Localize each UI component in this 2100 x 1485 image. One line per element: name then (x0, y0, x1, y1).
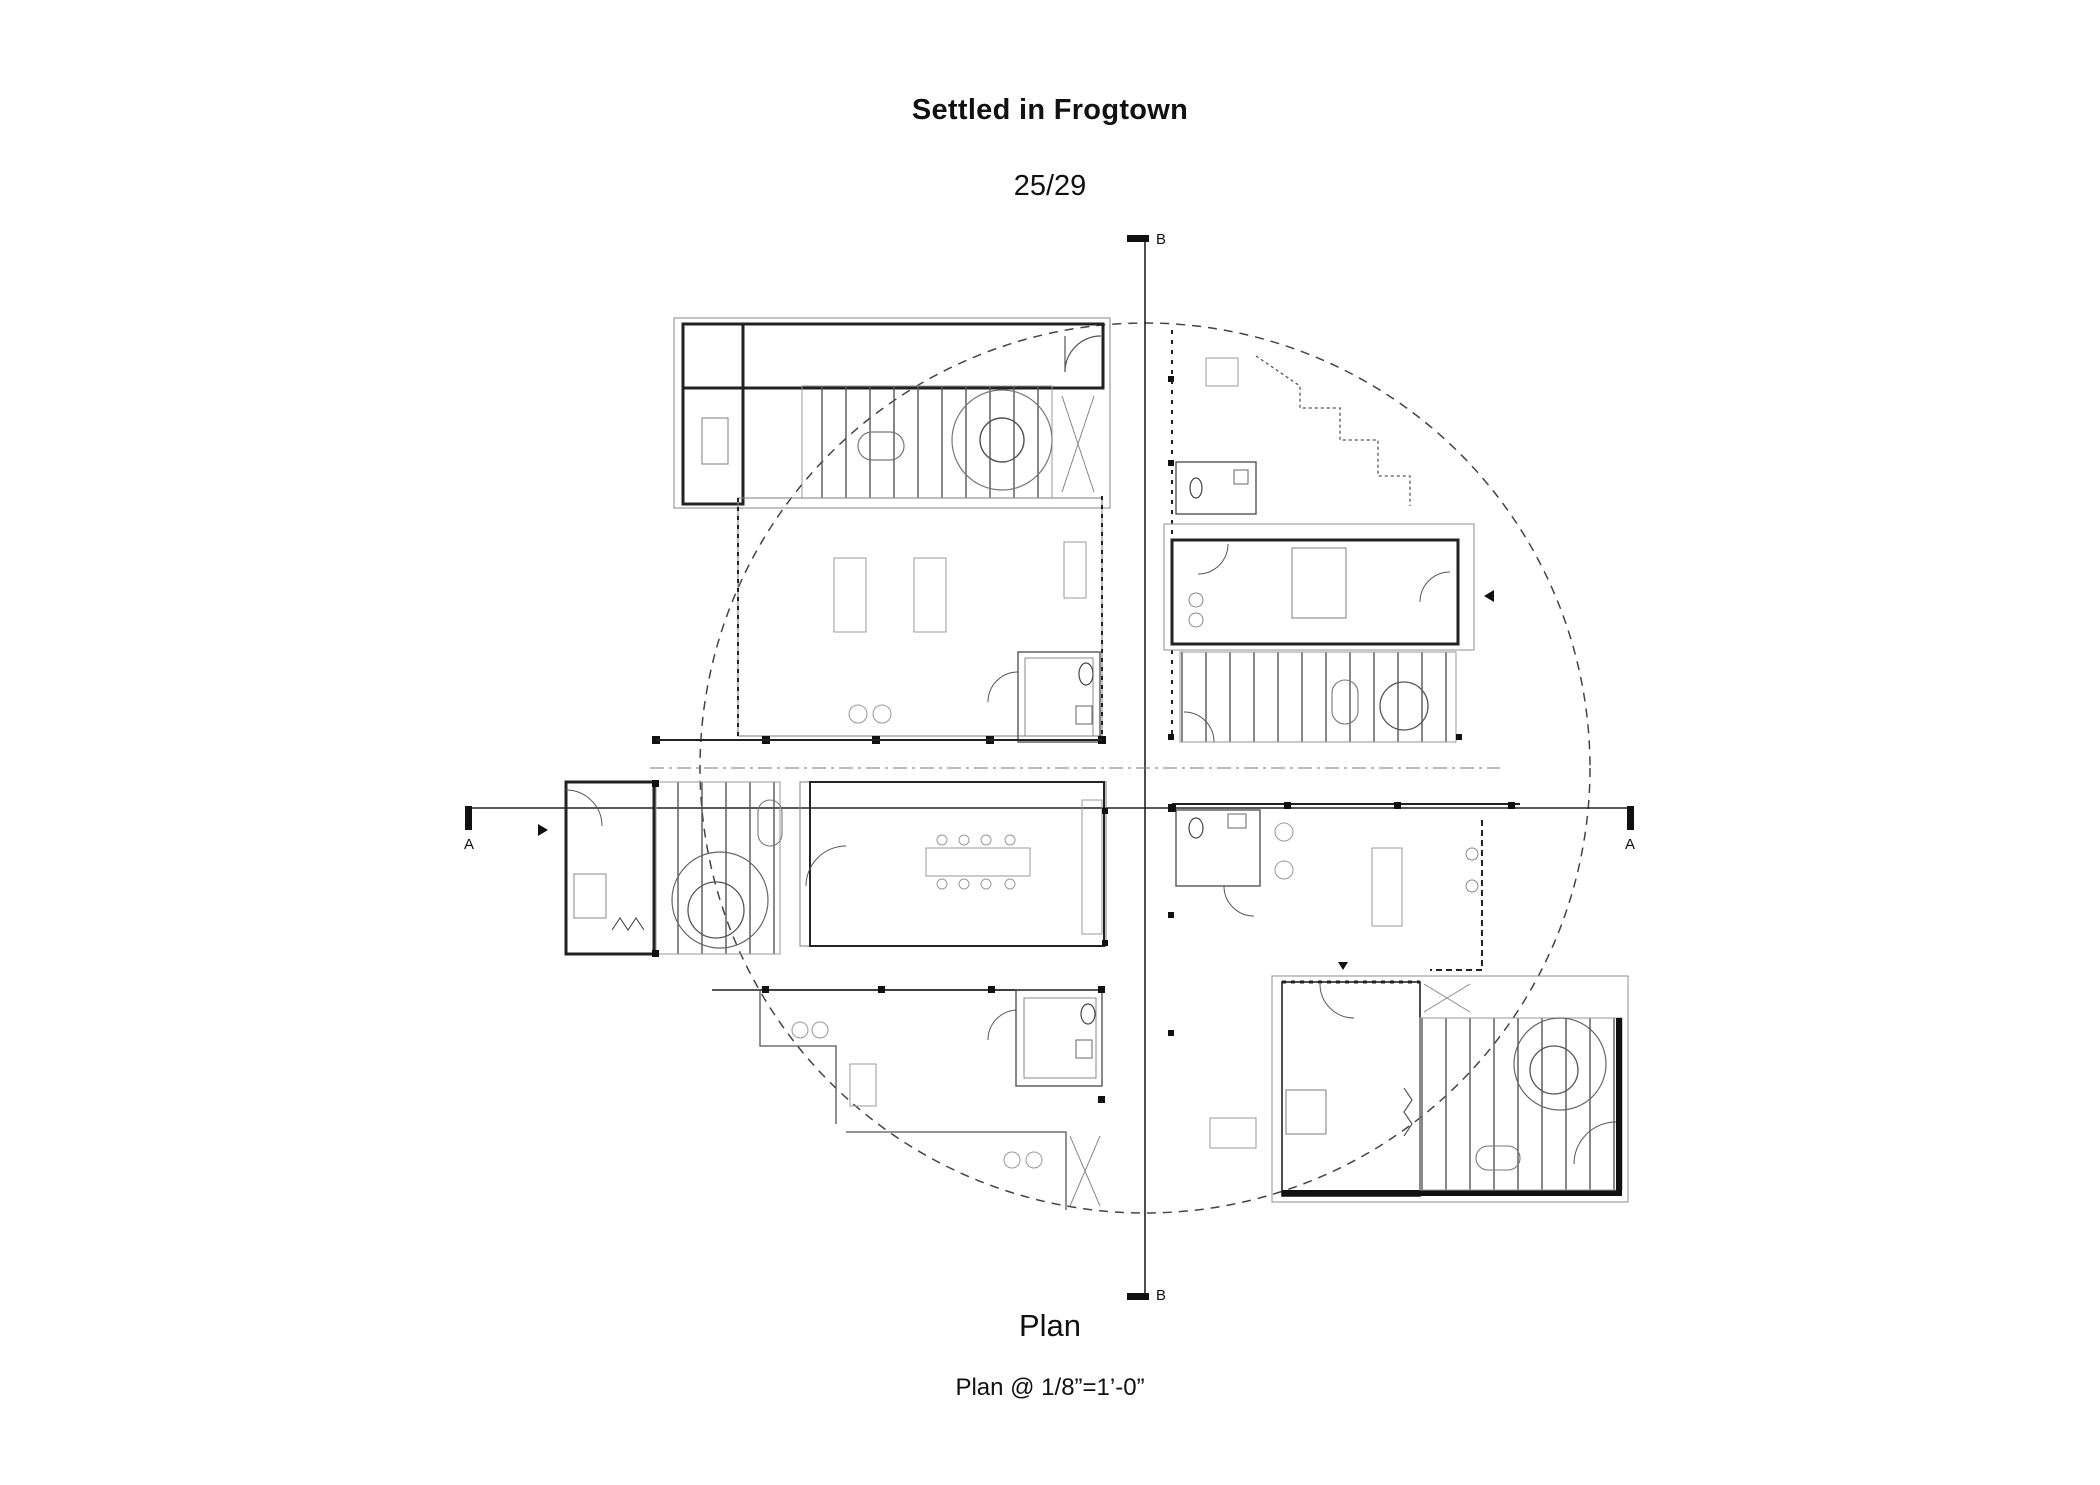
section-marker-b-bottom (1127, 1293, 1149, 1300)
section-label-a-right: A (1625, 836, 1635, 853)
page-number: 25/29 (1013, 170, 1087, 202)
section-label-b-top: B (1156, 231, 1166, 248)
section-label-a-left: A (464, 836, 474, 853)
unit-bottom-left (712, 986, 1105, 1210)
section-label-b-bottom: B (1156, 1287, 1166, 1304)
unit-top-right (1163, 330, 1494, 743)
plan-caption: Plan (1018, 1308, 1082, 1343)
drawing-title: Settled in Frogtown (911, 94, 1189, 126)
scale-note: Plan @ 1/8”=1’-0” (955, 1374, 1145, 1401)
section-marker-a-left (465, 806, 472, 830)
unit-top-left (652, 317, 1111, 744)
section-marker-b-top (1127, 235, 1149, 242)
section-marker-a-right (1627, 806, 1634, 830)
unit-left (538, 780, 1108, 957)
unit-bottom-right (1168, 802, 1629, 1203)
